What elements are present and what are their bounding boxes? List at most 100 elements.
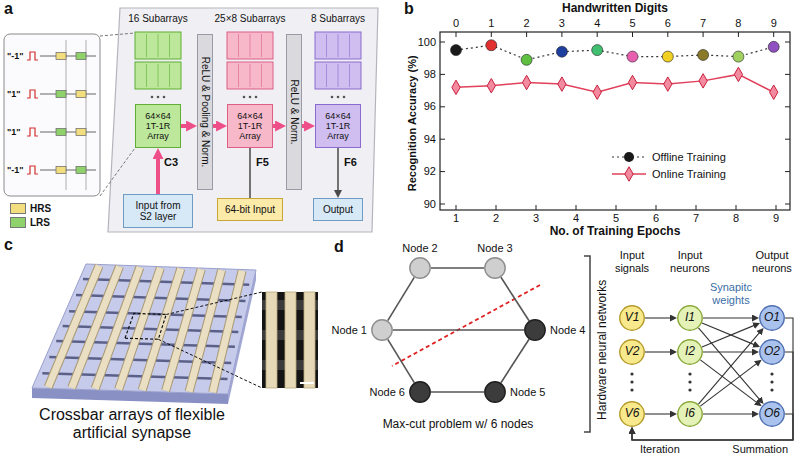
node-circle: O1 bbox=[759, 305, 785, 331]
plot-frame bbox=[440, 32, 790, 210]
input-value: "1" bbox=[7, 89, 21, 99]
online-data-point bbox=[593, 85, 601, 99]
top-electrode bbox=[119, 268, 161, 390]
box-text: Input from S2 layer bbox=[128, 200, 188, 222]
node-label: Node 3 bbox=[477, 242, 512, 254]
tick-label: 5 bbox=[613, 212, 619, 225]
offline-data-point bbox=[592, 45, 603, 56]
synapse-connection bbox=[702, 324, 757, 347]
tick-mark bbox=[440, 204, 445, 205]
top-electrode bbox=[72, 266, 120, 388]
loop-label: Iteration bbox=[640, 443, 680, 456]
synapse-connection bbox=[632, 318, 793, 440]
cut-line bbox=[392, 285, 540, 366]
micrograph-top-line bbox=[285, 292, 296, 388]
flow-arrow bbox=[156, 154, 160, 194]
offline-data-point bbox=[556, 46, 567, 57]
offline-data-point bbox=[627, 51, 638, 62]
group-label: Hardware neural networks bbox=[596, 280, 610, 420]
subarray-count: 8 Subarrays bbox=[311, 13, 365, 25]
ellipsis-dot bbox=[770, 372, 773, 375]
ellipsis-dot bbox=[630, 380, 633, 383]
panel-letter: c bbox=[4, 236, 13, 254]
ellipsis-dot bbox=[337, 96, 340, 99]
tick-label: 1 bbox=[453, 212, 459, 225]
tick-label: 8 bbox=[733, 212, 739, 225]
node-outline-circle bbox=[760, 402, 784, 426]
subarray-block bbox=[315, 32, 361, 59]
process-box: Input from S2 layer bbox=[123, 194, 193, 228]
subarray-block bbox=[227, 62, 273, 89]
tick-label: 0 bbox=[453, 17, 459, 30]
tick-mark bbox=[576, 205, 577, 210]
node-outline bbox=[409, 381, 431, 403]
tick-label: 9 bbox=[773, 212, 779, 225]
memristor-symbol bbox=[56, 167, 66, 174]
online-data-point bbox=[522, 75, 530, 89]
process-band: ReLU & Norm. bbox=[286, 34, 302, 190]
top-electrode-edge bbox=[213, 271, 242, 393]
tick-label: 98 bbox=[424, 68, 436, 81]
bottom-electrode bbox=[56, 341, 235, 347]
node-outline bbox=[484, 257, 506, 279]
tick-mark bbox=[785, 204, 790, 205]
tick-label: 9 bbox=[771, 17, 777, 30]
bottom-electrode bbox=[42, 373, 227, 379]
online-series-line bbox=[456, 74, 774, 92]
node-label: V1 bbox=[625, 311, 640, 324]
offline-data-point bbox=[451, 45, 462, 56]
top-electrode-edge bbox=[119, 268, 161, 390]
tick-label: 6 bbox=[665, 17, 671, 30]
box-text: Output bbox=[323, 204, 353, 215]
node-circle: Node 4 bbox=[524, 319, 546, 341]
offline-data-point bbox=[521, 54, 532, 65]
node-label: Node 2 bbox=[402, 242, 437, 254]
legend-item: LRS bbox=[10, 217, 50, 228]
input-value: "1" bbox=[7, 127, 21, 137]
layer-name: C3 bbox=[164, 156, 178, 169]
tick-mark bbox=[785, 74, 790, 75]
node-label: V2 bbox=[625, 345, 640, 358]
tick-mark bbox=[667, 32, 668, 37]
input-pulse bbox=[27, 166, 38, 174]
zoom-line bbox=[166, 292, 262, 314]
legend-swatch bbox=[10, 217, 26, 228]
tick-label: 92 bbox=[424, 165, 436, 178]
node-outline-circle bbox=[620, 340, 644, 364]
synapse-connection bbox=[645, 351, 674, 352]
node-circle: I6 bbox=[677, 401, 703, 427]
node-outline-circle bbox=[485, 382, 505, 402]
ellipsis-dot bbox=[770, 388, 773, 391]
tick-mark bbox=[526, 32, 527, 37]
memristor-symbol bbox=[76, 167, 86, 174]
node-label: Node 5 bbox=[510, 386, 545, 398]
axis-title: Handwritten Digits bbox=[562, 2, 668, 16]
legend-sample bbox=[625, 167, 633, 181]
legend-item: Online Training bbox=[652, 168, 726, 180]
tick-mark bbox=[738, 32, 739, 37]
node-circle: I1 bbox=[677, 305, 703, 331]
tick-label: 7 bbox=[693, 212, 699, 225]
tick-mark bbox=[656, 205, 657, 210]
tick-mark bbox=[536, 205, 537, 210]
input-value: "-1" bbox=[7, 165, 24, 175]
ellipsis-dot bbox=[249, 96, 252, 99]
node-label: I6 bbox=[685, 407, 695, 420]
axis-title: Recognition Accuracy (%) bbox=[406, 55, 419, 191]
tick-label: 4 bbox=[594, 17, 600, 30]
box-text: ReLU & Norm. bbox=[288, 79, 299, 144]
legend-text: Online Training bbox=[652, 168, 726, 180]
array-grid-line bbox=[250, 64, 251, 87]
tick-label: 8 bbox=[735, 17, 741, 30]
node-circle: Node 6 bbox=[409, 381, 431, 403]
array-grid-line bbox=[349, 34, 350, 57]
online-data-point bbox=[770, 85, 778, 99]
caption: Crossbar arrays of flexible artificial s… bbox=[12, 406, 252, 443]
process-box: 64×64 1T-1R Array bbox=[227, 104, 273, 148]
tick-label: 4 bbox=[573, 212, 579, 225]
memristor-symbol bbox=[76, 129, 86, 136]
legend-text: HRS bbox=[30, 203, 51, 214]
node-circle: Node 5 bbox=[484, 381, 506, 403]
tick-mark bbox=[776, 205, 777, 210]
graph-edge bbox=[431, 267, 484, 269]
